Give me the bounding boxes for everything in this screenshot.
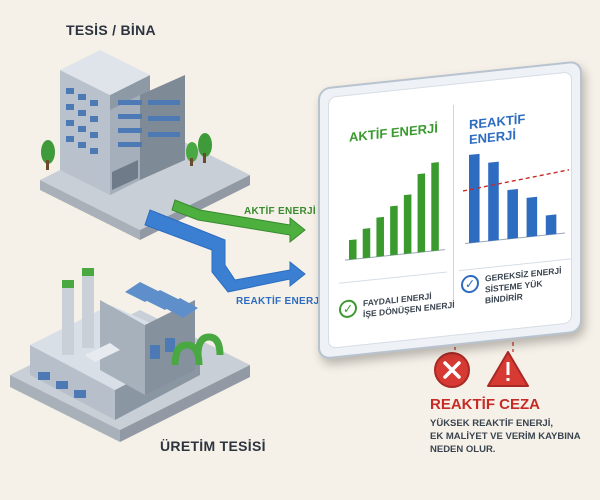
warning-icon <box>487 351 529 387</box>
reactive-energy-caption: GEREKSİZ ENERJİ SİSTEME YÜK BİNDİRİR <box>485 264 571 306</box>
reactive-chart-bar <box>488 161 499 242</box>
cross-icon <box>434 352 470 388</box>
reactive-check-icon: ✓ <box>461 274 479 294</box>
penalty-line-1: YÜKSEK REAKTİF ENERJİ, <box>430 418 553 429</box>
penalty-line-3: NEDEN OLUR. <box>430 444 496 455</box>
active-chart-bar <box>403 194 412 254</box>
penalty-title: REAKTİF CEZA <box>430 396 540 413</box>
active-chart-bar <box>390 205 398 256</box>
active-chart-bar <box>362 228 371 259</box>
reactive-energy-label: REAKTİF ENERJİ <box>236 296 323 307</box>
active-check-icon: ✓ <box>339 298 357 319</box>
building-label: TESİS / BİNA <box>66 22 156 38</box>
reactive-energy-arrow <box>144 209 306 293</box>
plant-label: ÜRETİM TESİSİ <box>160 438 266 454</box>
reactive-chart-bar <box>469 153 480 244</box>
active-energy-label: AKTİF ENERJİ <box>244 206 316 217</box>
reactive-chart-bar <box>526 196 538 238</box>
active-energy-caption: FAYDALI ENERJİ İŞE DÖNÜŞEN ENERJİ <box>363 289 455 321</box>
reactive-chart-threshold-line <box>463 169 569 192</box>
reactive-chart-bar <box>507 188 518 240</box>
energy-comparison-panel: AKTİF ENERJİ REAKTİF ENERJİ ✓ FAYDALI EN… <box>318 60 582 361</box>
penalty-line-2: EK MALİYET VE VERİM KAYBINA <box>430 431 581 442</box>
panel-divider <box>453 104 454 301</box>
active-energy-title: AKTİF ENERJİ <box>349 120 438 145</box>
active-energy-chart <box>345 162 445 261</box>
factory-illustration <box>10 268 250 442</box>
active-chart-bar <box>417 173 426 253</box>
reactive-chart-bar <box>545 214 557 236</box>
panel-separator-left <box>339 271 447 284</box>
building-illustration <box>40 50 250 240</box>
active-chart-bar <box>376 216 384 257</box>
reactive-energy-chart <box>463 153 569 245</box>
panel-screen: AKTİF ENERJİ REAKTİF ENERJİ ✓ FAYDALI EN… <box>328 71 572 349</box>
active-chart-bar <box>431 162 439 252</box>
active-energy-arrow <box>171 199 306 244</box>
active-chart-bar <box>349 239 357 260</box>
